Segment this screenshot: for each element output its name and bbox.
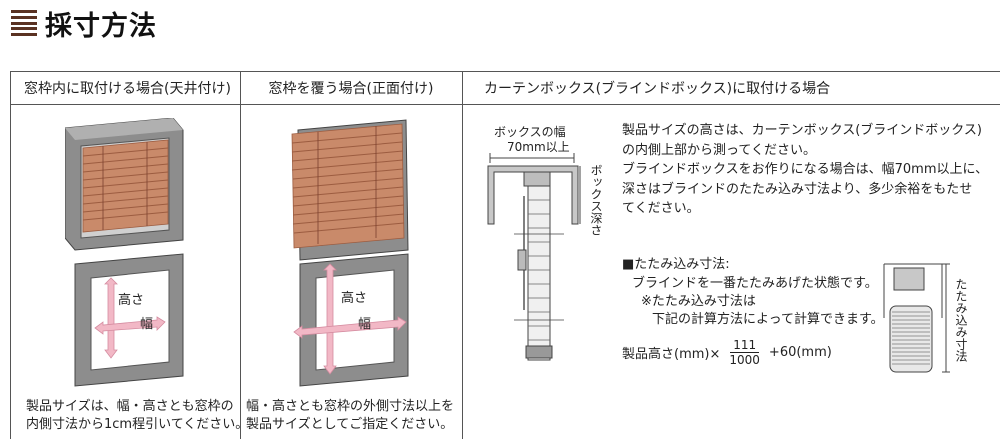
folding-dimension-heading: ■たたみ込み寸法:	[622, 257, 730, 272]
outside-mount-illustration	[291, 119, 409, 387]
box-mount-description: 製品サイズの高さは、カーテンボックス(ブラインドボックス) の内側上部から測って…	[622, 121, 988, 219]
label-height: 高さ	[341, 291, 368, 306]
folded-slats	[889, 305, 933, 373]
table-divider	[462, 72, 463, 439]
table-divider	[10, 72, 11, 439]
blind-slats	[82, 139, 169, 233]
curtain-box	[487, 165, 579, 225]
box-mount-text-line-4: 深さはブラインドのたたみ込み寸法より、多少余裕をもたせ	[622, 181, 973, 197]
table-divider	[240, 72, 241, 439]
folding-line-1: ブラインドを一番たたみあげた状態です。	[632, 276, 878, 291]
label-width: 幅	[140, 317, 154, 332]
fraction-denominator: 1000	[729, 353, 760, 367]
section-header: 採寸方法	[11, 6, 157, 42]
folding-line-3: 下記の計算方法によって計算できます。	[652, 312, 884, 327]
box-mount-text-line-2: の内側上部から測ってください。	[622, 142, 816, 158]
column-heading-outside-mount: 窓枠を覆う場合(正面付け)	[240, 72, 462, 105]
box-mount-text-line-3: ブラインドボックスをお作りになる場合は、幅70mm以上に、	[622, 162, 989, 177]
column-heading-box-mount: カーテンボックス(ブラインドボックス)に取付ける場合	[462, 72, 1000, 105]
box-depth-label: ボックス深さ	[589, 164, 603, 236]
outside-mount-note-line-1: 幅・高さとも窓枠の外側寸法以上を	[246, 399, 455, 414]
folding-dimension-line	[942, 263, 950, 373]
formula-fraction: 111 1000	[726, 338, 763, 367]
measure-arrows	[293, 263, 407, 375]
head-rail	[893, 267, 925, 291]
window-frame-top-edge	[65, 118, 183, 140]
measurement-table: 窓枠内に取付ける場合(天井付け) 窓枠を覆う場合(正面付け) カーテンボックス(…	[10, 71, 1000, 439]
folding-line-2: ※たたみ込み寸法は	[641, 294, 756, 309]
window-opening-bottom	[315, 269, 395, 371]
inside-mount-note-line-1: 製品サイズは、幅・高さとも窓枠の	[26, 399, 234, 414]
box-width-label: ボックスの幅	[494, 125, 566, 139]
label-height: 高さ	[118, 293, 145, 308]
folded-blind-diagram	[883, 263, 950, 373]
page-title: 採寸方法	[45, 10, 157, 42]
folding-formula: 製品高さ(mm)× 111 1000 +60(mm)	[622, 338, 832, 367]
fraction-numerator: 111	[730, 338, 760, 353]
box-width-min: 70mm以上	[507, 140, 570, 154]
box-mount-text-line-1: 製品サイズの高さは、カーテンボックス(ブラインドボックス)	[622, 123, 982, 138]
stacked-blind	[514, 171, 564, 361]
label-width: 幅	[358, 317, 372, 332]
blind-slats	[291, 123, 405, 249]
inside-mount-illustration	[65, 118, 184, 387]
measure-arrows	[94, 277, 166, 359]
formula-prefix: 製品高さ(mm)×	[622, 347, 721, 362]
folding-dimension-label: たたみ込み寸法	[954, 278, 968, 362]
column-heading-inside-mount: 窓枠内に取付ける場合(天井付け)	[10, 72, 240, 105]
striped-square-icon	[11, 10, 37, 36]
inside-mount-note-line-2: 内側寸法から1cm程引いてください。	[26, 417, 249, 432]
curtain-box-diagram	[487, 153, 581, 361]
outside-mount-note-line-2: 製品サイズとしてご指定ください。	[246, 417, 454, 432]
box-mount-text-line-5: てください。	[622, 201, 700, 216]
formula-suffix: +60(mm)	[768, 345, 832, 360]
